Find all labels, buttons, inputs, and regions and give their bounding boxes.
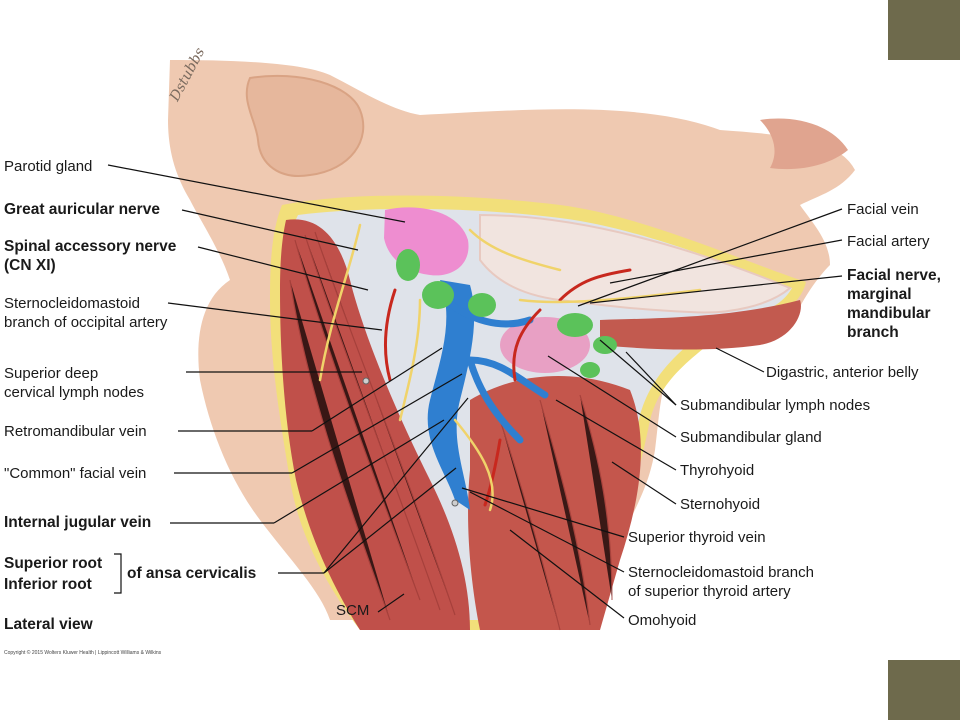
- copyright-notice: Copyright © 2015 Wolters Kluwer Health |…: [4, 650, 162, 656]
- label-facial-vein: Facial vein: [847, 201, 919, 218]
- lips-shape: [760, 118, 848, 170]
- accent-block-top: [888, 0, 960, 60]
- digastric-muscle: [600, 300, 801, 350]
- label-scm-branch-occipital-artery: Sternocleidomastoid branch of occipital …: [4, 295, 168, 331]
- label-superior-thyroid-vein: Superior thyroid vein: [628, 529, 766, 546]
- leader-lines: [107, 164, 843, 619]
- mandible-region: [479, 213, 792, 314]
- label-sternohyoid: Sternohyoid: [680, 496, 761, 513]
- label-common-facial-vein: "Common" facial vein: [4, 465, 147, 482]
- lymph-nodes: [396, 249, 617, 378]
- arteries: [383, 268, 632, 507]
- label-parotid-gland: Parotid gland: [4, 158, 93, 175]
- label-retromandibular-vein: Retromandibular vein: [4, 423, 147, 440]
- label-facial-nerve-marginal-mandibular: Facial nerve, marginal mandibular branch: [847, 267, 941, 341]
- label-scm-branch-superior-thyroid-artery: Sternocleidomastoid branch of superior t…: [628, 564, 814, 600]
- label-submandibular-gland: Submandibular gland: [680, 429, 822, 446]
- label-great-auricular-nerve: Great auricular nerve: [4, 201, 160, 218]
- pins: [362, 377, 459, 507]
- label-submandibular-lymph-nodes: Submandibular lymph nodes: [680, 397, 871, 414]
- internal-jugular-vein: [427, 280, 475, 510]
- label-thyrohyoid: Thyrohyoid: [680, 462, 755, 479]
- label-superior-root: Superior root: [4, 555, 103, 572]
- label-inferior-root: Inferior root: [4, 576, 92, 593]
- ear-shape: [245, 74, 365, 177]
- scm-striations: [289, 231, 456, 621]
- label-facial-artery: Facial artery: [847, 233, 930, 250]
- label-spinal-accessory-nerve: Spinal accessory nerve (CN XI): [4, 238, 177, 274]
- nerves: [318, 223, 702, 512]
- strap-striations: [499, 394, 613, 631]
- label-scm: SCM: [336, 602, 370, 619]
- facial-vein-branches: [441, 296, 549, 444]
- label-digastric-anterior-belly: Digastric, anterior belly: [766, 364, 919, 381]
- label-lateral-view: Lateral view: [4, 616, 93, 633]
- label-internal-jugular-vein: Internal jugular vein: [4, 514, 152, 531]
- label-superior-deep-cervical-nodes: Superior deep cervical lymph nodes: [4, 365, 145, 401]
- strap-muscles: [468, 376, 641, 630]
- ansa-bracket: [114, 553, 122, 594]
- accent-block-bottom: [888, 660, 960, 720]
- label-ansa-cervicalis: of ansa cervicalis: [127, 565, 257, 582]
- label-omohyoid: Omohyoid: [628, 612, 697, 629]
